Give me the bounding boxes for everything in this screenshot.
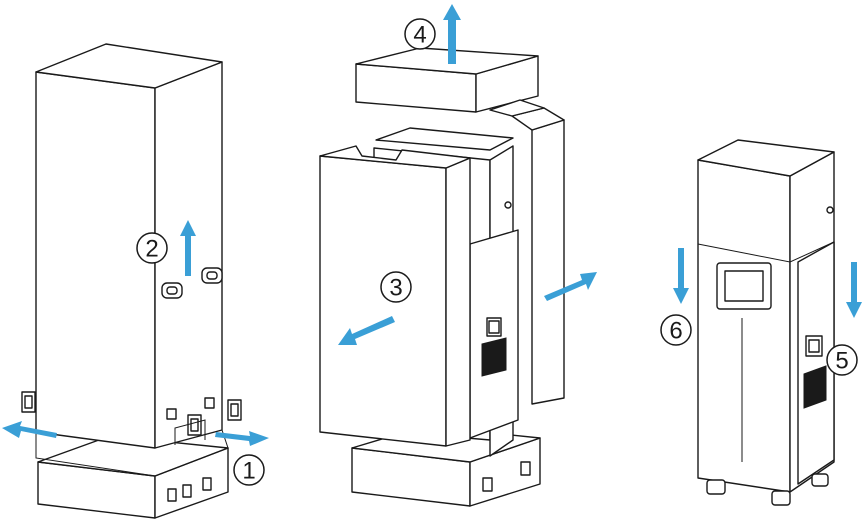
strap-clip-inner (24, 395, 33, 409)
sleeve-bottom-edge (35, 429, 229, 477)
arrow-remove-front-panel (338, 316, 395, 345)
front-foam-face (319, 155, 447, 447)
front-foam-side (445, 157, 471, 447)
arrow-lift-cap (443, 4, 461, 64)
front-foam-top (319, 145, 471, 169)
strap-clip-inner (190, 418, 199, 432)
step-4-label: 4 (404, 18, 436, 50)
step-5-label: 5 (826, 344, 858, 376)
arrow-lower-left (673, 248, 689, 304)
sleeve-top (35, 43, 223, 89)
cabinet-top (375, 127, 514, 151)
caster (811, 473, 829, 487)
vent-grille (481, 337, 507, 377)
sleeve-front (35, 71, 156, 449)
cap-top (355, 47, 539, 75)
pallet-handle-hole (202, 477, 212, 491)
arrow-remove-side-foam (544, 272, 597, 301)
svg-text:5: 5 (835, 348, 848, 375)
side-vent-grille (803, 365, 827, 409)
cabinet-roof (697, 139, 835, 177)
strap-band (174, 419, 206, 445)
cabinet-screw (504, 201, 512, 209)
display-screen (724, 270, 764, 302)
svg-text:3: 3 (389, 275, 402, 302)
svg-text:6: 6 (669, 318, 682, 345)
svg-text:4: 4 (413, 22, 426, 49)
side-foam-face (531, 119, 565, 405)
packed-unit: 2 1 (2, 43, 269, 519)
cabinet-seam (697, 241, 835, 263)
foam-removal: 4 3 (319, 4, 597, 507)
arrow-lower-right (846, 262, 862, 318)
pallet-handle-hole (182, 484, 192, 498)
arrow-lift-sleeve (180, 220, 196, 276)
cabinet-port-inner (488, 320, 500, 334)
caster (771, 490, 791, 506)
caster (706, 479, 726, 495)
step-2-label: 2 (136, 232, 168, 264)
cabinet-front (697, 159, 791, 493)
side-port-inner (808, 339, 820, 353)
slot (166, 408, 177, 420)
strap-clip-inner (230, 403, 239, 417)
arrow-remove-strap-left (2, 421, 57, 438)
pallet-handle-hole (167, 488, 177, 502)
hand-hole-inner (166, 286, 178, 295)
side-foam-back (489, 99, 545, 117)
arrow-remove-strap-right (215, 431, 269, 446)
svg-text:1: 1 (242, 458, 255, 485)
tray-hole (482, 477, 493, 492)
roof-screw (826, 206, 834, 214)
unpacked-cabinet: 6 5 (660, 139, 862, 506)
slot (204, 397, 215, 409)
step-6-label: 6 (660, 314, 692, 346)
tray-hole (520, 461, 531, 476)
step-3-label: 3 (380, 271, 412, 303)
step-1-label: 1 (233, 454, 265, 486)
side-panel (797, 241, 835, 485)
svg-text:2: 2 (145, 236, 158, 263)
hand-hole-inner (206, 271, 218, 280)
